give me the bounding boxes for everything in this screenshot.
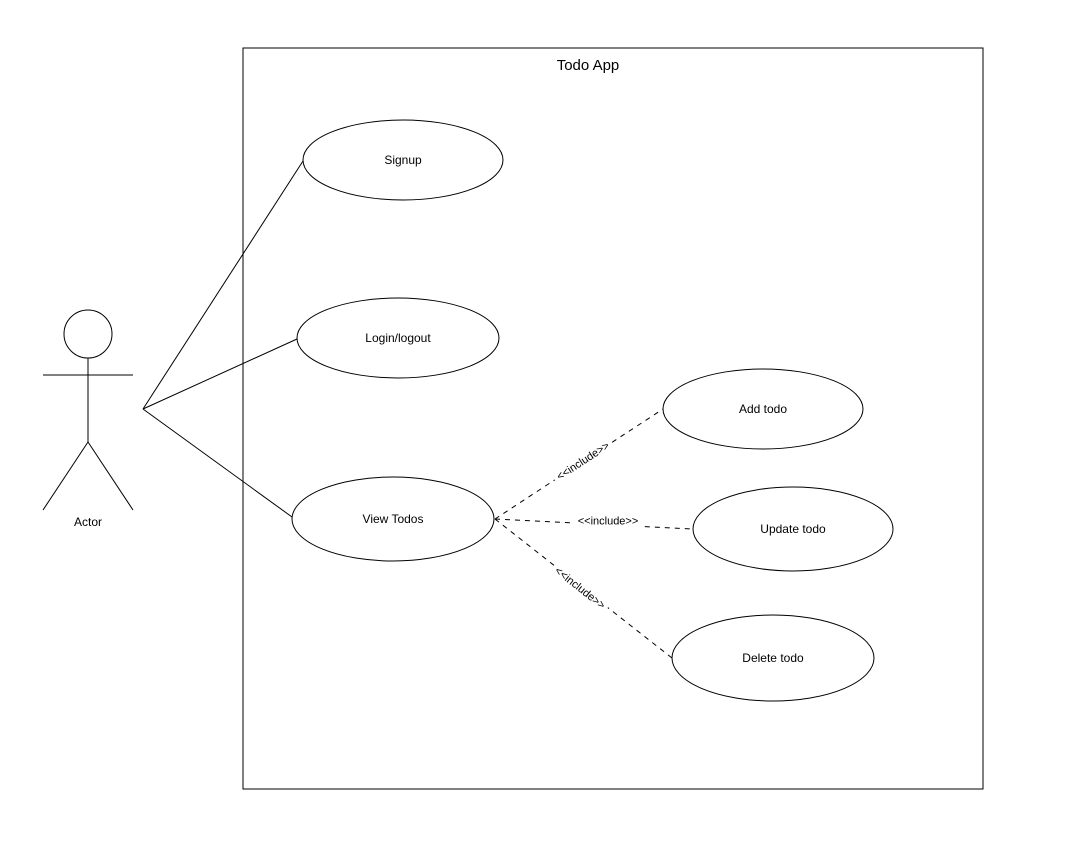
usecase-add-todo-ellipse <box>662 368 864 450</box>
include-label-add-todo-text: <<include>> <box>555 440 612 483</box>
system-title: Todo App <box>557 57 620 74</box>
usecase-signup: Signup <box>302 119 504 201</box>
actor-label: Actor <box>74 515 102 529</box>
usecase-login-logout: Login/logout <box>296 297 500 379</box>
include-label-delete-todo-bg <box>549 560 612 614</box>
usecase-add-todo-label: Add todo <box>739 402 787 416</box>
include-label-delete-todo-text: <<include>> <box>552 565 607 612</box>
edge-actor-view-todos <box>142 408 293 518</box>
edge-actor-signup <box>142 160 304 410</box>
include-label-update-todo-text: <<include>> <box>578 516 639 528</box>
actor-leg-left <box>42 441 89 511</box>
include-label-add-todo: <<include>> <box>550 435 615 485</box>
usecase-delete-todo: Delete todo <box>671 614 875 702</box>
usecase-view-todos-label: View Todos <box>363 512 424 526</box>
edge-actor-login-logout <box>142 338 298 410</box>
system-boundary <box>242 47 984 790</box>
actor-leg-right <box>87 441 134 511</box>
usecase-update-todo-label: Update todo <box>760 522 826 536</box>
usecase-update-todo: Update todo <box>692 486 894 572</box>
actor-head <box>63 309 113 359</box>
include-label-update-todo-bg <box>574 513 642 527</box>
usecase-view-todos: View Todos <box>291 476 495 562</box>
usecase-login-logout-label: Login/logout <box>365 331 431 345</box>
include-label-add-todo-bg <box>550 435 615 485</box>
usecase-add-todo: Add todo <box>662 368 864 450</box>
usecase-login-logout-ellipse <box>296 297 500 379</box>
usecase-delete-todo-label: Delete todo <box>742 651 804 665</box>
actor-associations <box>142 160 304 518</box>
usecase-signup-ellipse <box>302 119 504 201</box>
actor-figure: Actor <box>42 309 134 529</box>
usecase-view-todos-ellipse <box>291 476 495 562</box>
usecase-update-todo-ellipse <box>692 486 894 572</box>
edge-include-update-todo <box>494 518 694 530</box>
include-label-delete-todo: <<include>> <box>549 560 612 614</box>
include-label-update-todo: <<include>> <box>574 513 642 528</box>
usecase-signup-label: Signup <box>384 153 422 167</box>
usecase-delete-todo-ellipse <box>671 614 875 702</box>
